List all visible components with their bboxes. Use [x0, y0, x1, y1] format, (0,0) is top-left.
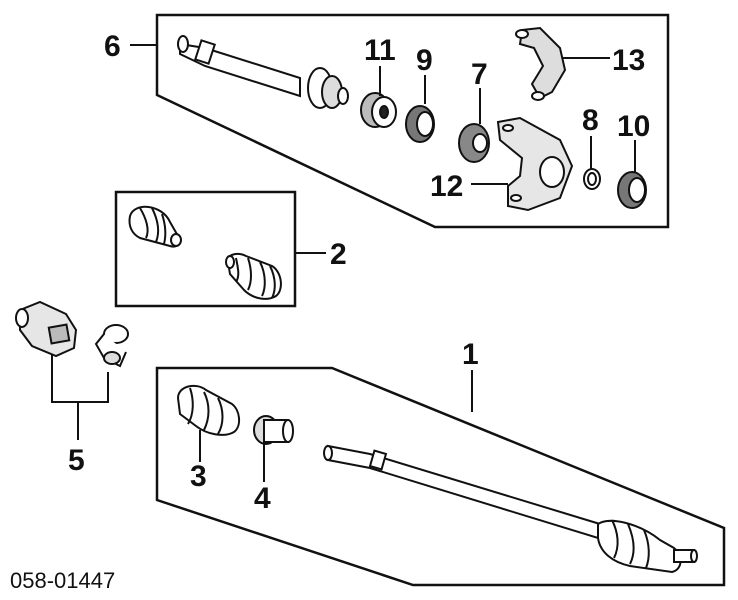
bearing-11 [360, 92, 397, 128]
callout-9: 9 [416, 44, 433, 77]
dust-seal-10 [617, 171, 647, 209]
diagram-id: 058-01447 [10, 568, 115, 593]
support-bracket-12 [496, 116, 574, 212]
seal-9 [405, 105, 435, 143]
callout-13: 13 [612, 44, 645, 77]
boot-outer [225, 253, 282, 300]
callout-3: 3 [190, 460, 207, 493]
group-6-frame [155, 13, 670, 229]
bearing-4 [253, 415, 294, 445]
axle-shaft [323, 444, 698, 574]
callout-8: 8 [582, 104, 599, 137]
callout-10: 10 [617, 110, 650, 143]
boot-3 [176, 384, 240, 436]
intermediate-shaft [177, 35, 349, 109]
callout-1: 1 [462, 338, 479, 371]
callout-4: 4 [254, 482, 271, 515]
callout-2: 2 [330, 238, 347, 271]
callout-6: 6 [104, 30, 121, 63]
bearing-cap-13 [515, 26, 567, 101]
spider-5 [94, 324, 129, 368]
circlip-8 [583, 168, 601, 190]
washer-7 [458, 123, 490, 163]
group-2-frame [114, 190, 297, 308]
callout-7: 7 [471, 58, 488, 91]
joint-housing-5 [15, 300, 78, 358]
leader-lines [51, 44, 636, 482]
boot-inner [128, 206, 182, 248]
group-1-frame [155, 366, 726, 587]
callout-5: 5 [68, 444, 85, 477]
callout-11: 11 [364, 34, 396, 67]
callout-12: 12 [430, 170, 463, 203]
